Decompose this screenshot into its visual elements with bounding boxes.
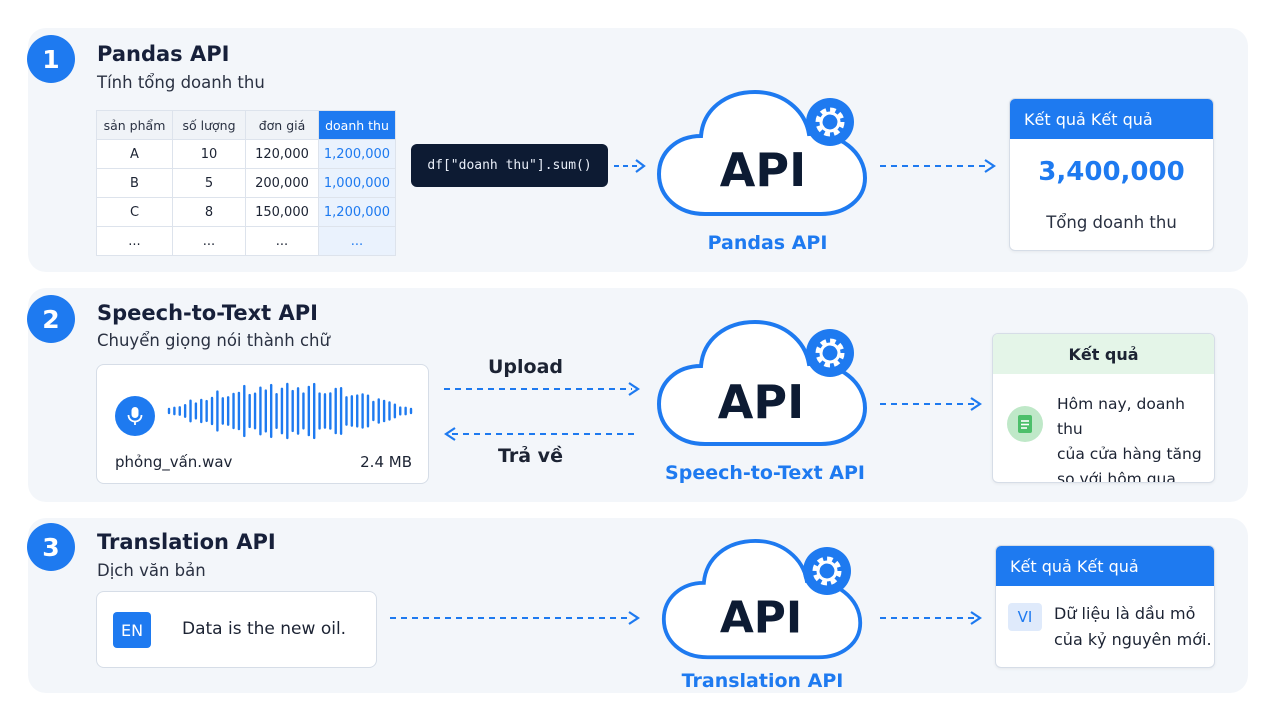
gear-icon: [806, 98, 854, 146]
speech-result-card: Kết quả Hôm nay, doanh thu của cửa hàng …: [992, 333, 1215, 483]
speech-result-header: Kết quả: [993, 334, 1214, 374]
arrow-right-icon: [390, 611, 640, 625]
gear-icon: [803, 547, 851, 595]
audio-file-name: phỏng_vấn.wav: [115, 453, 233, 471]
speech-api-subtitle: Chuyển giọng nói thành chữ: [97, 331, 330, 350]
total-revenue-value: 3,400,000: [1038, 157, 1185, 187]
translated-text: Dữ liệu là dầu mỏ của kỷ nguyên mới.: [1054, 601, 1212, 653]
pandas-result-card: Kết quả Kết quả 3,400,000 Tổng doanh thu: [1009, 98, 1214, 251]
upload-label: Upload: [488, 356, 564, 378]
target-language-badge: VI: [1008, 603, 1042, 631]
pandas-api-subtitle: Tính tổng doanh thu: [97, 73, 265, 92]
table-cell: 150,000: [245, 197, 319, 227]
translation-api-title: Translation API: [97, 530, 276, 554]
source-text: Data is the new oil.: [182, 619, 347, 639]
arrow-right-icon: [614, 159, 646, 173]
pandas-api-title: Pandas API: [97, 42, 230, 66]
table-row: C 8 150,000 1,200,000: [96, 197, 396, 227]
return-label: Trả về: [498, 445, 563, 467]
audio-waveform-icon: [167, 382, 413, 440]
pandas-api-cloud-label: Pandas API: [707, 232, 828, 254]
table-cell-revenue: 1,200,000: [318, 197, 396, 227]
table-cell: ...: [172, 226, 246, 256]
arrow-right-icon: [880, 611, 982, 625]
transcript-text: Hôm nay, doanh thu của cửa hàng tăng so …: [1057, 392, 1214, 483]
translation-result-header: Kết quả Kết quả: [996, 546, 1214, 586]
revenue-table: sản phẩm số lượng đơn giá doanh thu A 10…: [96, 110, 396, 256]
table-row: ... ... ... ...: [96, 226, 396, 256]
transcript-line: Hôm nay, doanh thu: [1057, 395, 1185, 438]
arrow-left-icon: [444, 427, 638, 441]
cloud-icon: API: [656, 319, 868, 446]
arrow-right-icon: [444, 382, 640, 396]
total-revenue-caption: Tổng doanh thu: [1046, 213, 1177, 232]
step-number-3: 3: [27, 523, 75, 571]
table-header-row: sản phẩm số lượng đơn giá doanh thu: [96, 110, 396, 140]
translated-line: của kỷ nguyên mới.: [1054, 630, 1212, 649]
table-cell: ...: [245, 226, 319, 256]
table-cell: ...: [96, 226, 173, 256]
step-number-2: 2: [27, 295, 75, 343]
microphone-icon: [115, 396, 155, 436]
table-row: B 5 200,000 1,000,000: [96, 168, 396, 198]
arrow-right-icon: [880, 159, 996, 173]
table-cell: B: [96, 168, 173, 198]
audio-file-size: 2.4 MB: [360, 453, 412, 471]
transcript-line: của cửa hàng tăng: [1057, 445, 1202, 463]
transcript-line: so với hôm qua...: [1057, 470, 1191, 483]
cloud-api-text: API: [720, 143, 806, 197]
speech-api-cloud-label: Speech-to-Text API: [665, 462, 865, 484]
cloud-icon: API: [656, 89, 868, 216]
table-header-product: sản phẩm: [96, 110, 173, 140]
table-cell: A: [96, 139, 173, 169]
table-cell-revenue: 1,200,000: [318, 139, 396, 169]
pandas-result-header: Kết quả Kết quả: [1010, 99, 1213, 139]
table-header-quantity: số lượng: [172, 110, 246, 140]
source-language-badge: EN: [113, 612, 151, 648]
cloud-icon: API: [661, 539, 863, 660]
table-cell: 8: [172, 197, 246, 227]
table-cell: 10: [172, 139, 246, 169]
table-cell: C: [96, 197, 173, 227]
translation-api-subtitle: Dịch văn bản: [97, 561, 206, 580]
table-cell-revenue: 1,000,000: [318, 168, 396, 198]
table-header-revenue: doanh thu: [318, 110, 396, 140]
translation-result-card: Kết quả Kết quả VI Dữ liệu là dầu mỏ của…: [995, 545, 1215, 668]
audio-file-card[interactable]: phỏng_vấn.wav 2.4 MB: [96, 364, 429, 484]
speech-api-title: Speech-to-Text API: [97, 301, 318, 325]
step-number-1: 1: [27, 35, 75, 83]
code-snippet: df["doanh thu"].sum(): [411, 144, 608, 187]
cloud-api-text: API: [720, 592, 802, 643]
table-row: A 10 120,000 1,200,000: [96, 139, 396, 169]
gear-icon: [806, 329, 854, 377]
table-cell: 5: [172, 168, 246, 198]
arrow-right-icon: [880, 397, 982, 411]
table-cell: 120,000: [245, 139, 319, 169]
source-text-box[interactable]: EN Data is the new oil.: [96, 591, 377, 668]
table-cell-revenue: ...: [318, 226, 396, 256]
document-icon: [1007, 406, 1043, 442]
translation-api-cloud-label: Translation API: [681, 670, 844, 692]
translated-line: Dữ liệu là dầu mỏ: [1054, 604, 1196, 623]
cloud-api-text: API: [718, 375, 804, 429]
table-cell: 200,000: [245, 168, 319, 198]
table-header-price: đơn giá: [245, 110, 319, 140]
